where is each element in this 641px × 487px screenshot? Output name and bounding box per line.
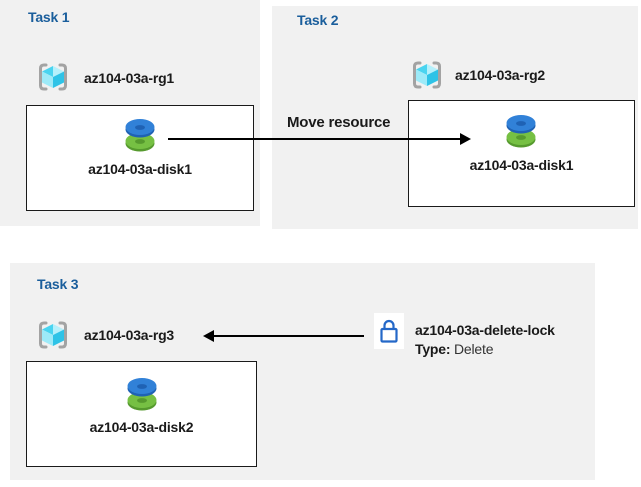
- lock-type-label: Type:: [415, 341, 451, 357]
- task2-disk-box: az104-03a-disk1: [408, 100, 635, 207]
- resource-group-icon: [413, 61, 441, 89]
- disk-icon: [506, 115, 536, 148]
- arrow-right-icon: [168, 138, 462, 140]
- task1-disk-label: az104-03a-disk1: [88, 161, 192, 177]
- task1-title: Task 1: [28, 9, 70, 25]
- task3-title: Task 3: [37, 276, 79, 292]
- task3-disk-box: az104-03a-disk2: [26, 361, 257, 467]
- arrow-left-icon: [213, 335, 364, 337]
- arrow-left-head-icon: [203, 330, 214, 342]
- task2-disk-label: az104-03a-disk1: [469, 157, 574, 173]
- arrow-right-head-icon: [460, 133, 471, 145]
- move-resource-label: Move resource: [287, 114, 391, 131]
- task2-title: Task 2: [297, 12, 339, 28]
- task3-rg-label: az104-03a-rg3: [84, 327, 175, 343]
- task2-rg-label: az104-03a-rg2: [455, 67, 546, 83]
- task1-disk-box: az104-03a-disk1: [26, 105, 254, 211]
- delete-lock-chip: [374, 313, 404, 349]
- task3-panel: Task 3 az104-03a-rg3 az104-03a-delete-lo…: [10, 263, 595, 480]
- task2-panel: Task 2 az104-03a-rg2 az104-03a-disk1: [272, 6, 638, 229]
- resource-group-icon: [39, 63, 67, 91]
- delete-lock-text: az104-03a-delete-lock Type: Delete: [415, 321, 555, 359]
- task1-panel: Task 1 az104-03a-rg1 az104-03a-disk1: [0, 0, 260, 226]
- task1-rg-label: az104-03a-rg1: [84, 70, 175, 86]
- delete-lock-type-line: Type: Delete: [415, 340, 555, 359]
- resource-group-icon: [39, 321, 67, 349]
- lock-type-value: Delete: [454, 341, 494, 357]
- task3-disk-label: az104-03a-disk2: [89, 419, 194, 435]
- delete-lock-name: az104-03a-delete-lock: [415, 322, 555, 338]
- disk-icon: [125, 119, 155, 152]
- disk-icon: [127, 378, 157, 411]
- lock-icon: [380, 319, 398, 343]
